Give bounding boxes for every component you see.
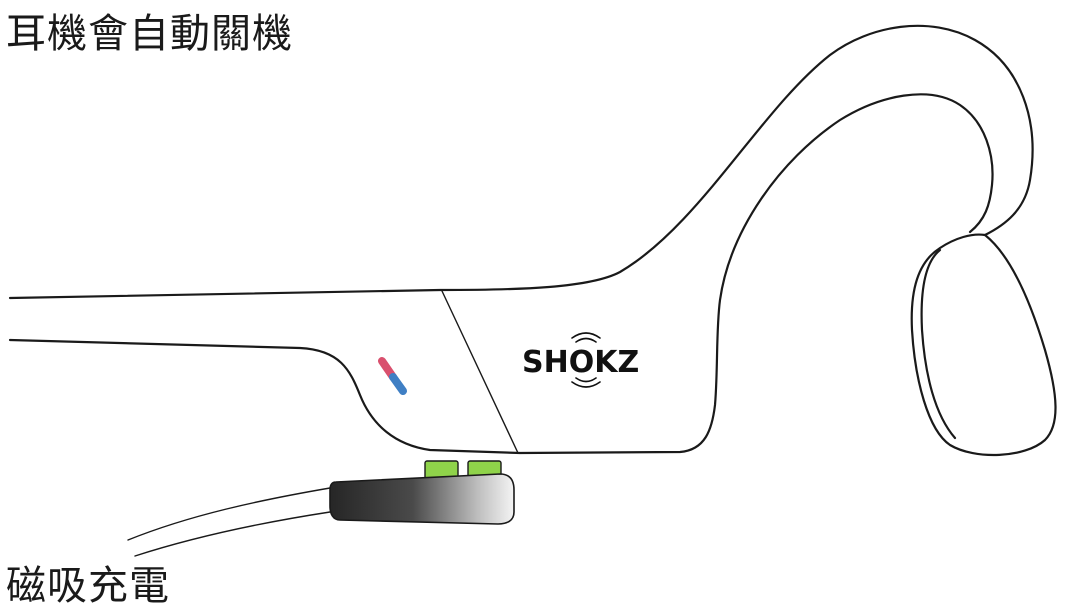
body-lower-edge [8, 93, 994, 455]
auto-power-off-title: 耳機會自動關機 [6, 11, 293, 57]
indicator-led-bottom [389, 373, 407, 395]
ear-pad-outer [910, 233, 1057, 457]
magnetic-charging-label: 磁吸充電 [6, 563, 170, 609]
ear-pad-inner [920, 248, 957, 440]
magnetic-charger-head [329, 473, 515, 525]
headband-upper-edge [8, 24, 1034, 300]
logo-sound-waves-icon [571, 332, 601, 388]
charging-cable-lower [134, 511, 331, 557]
panel-seam [441, 290, 519, 454]
charging-cable-upper [127, 487, 331, 541]
brand-logo: SHOKZ [522, 345, 639, 380]
